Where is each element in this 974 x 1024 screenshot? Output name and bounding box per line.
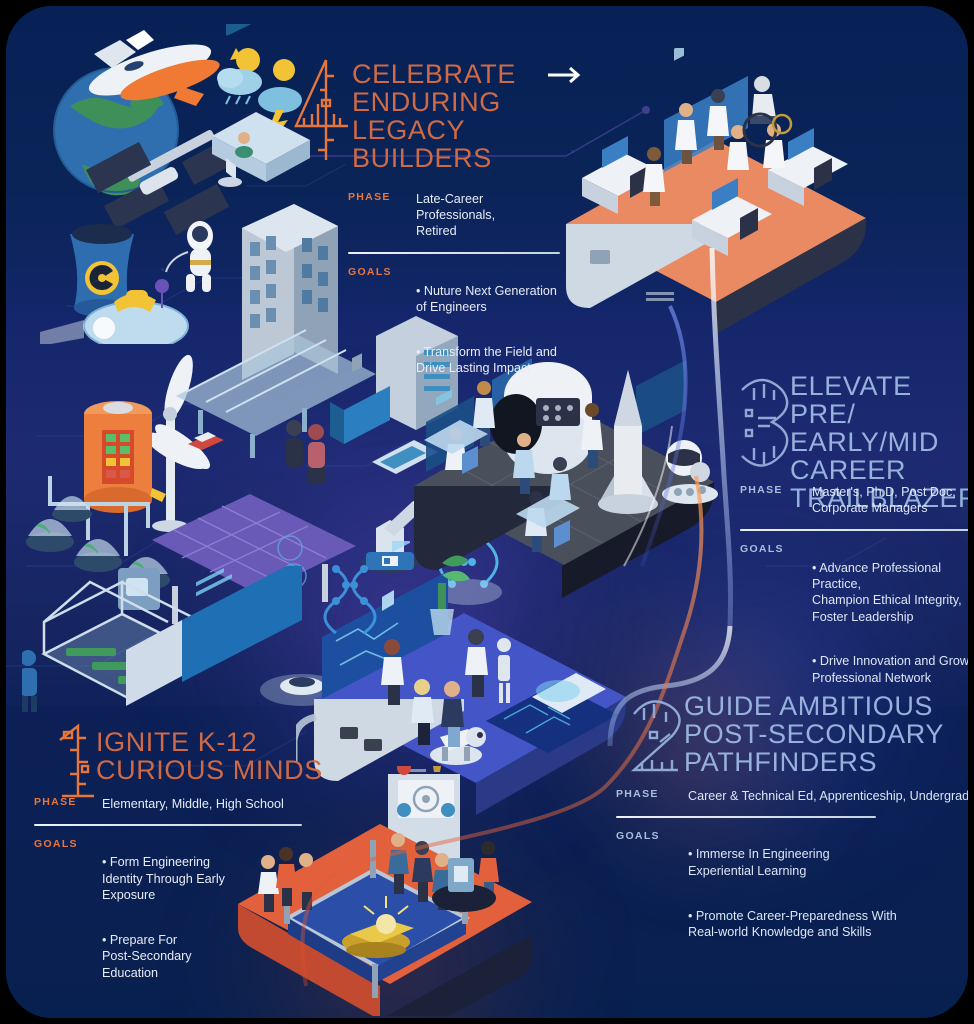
phase-row: PHASE Career & Technical Ed, Apprentices… (616, 788, 968, 804)
projector-screen-icon (397, 780, 455, 818)
nuclear-cooling-tower-icon (70, 224, 134, 317)
section-divider (34, 824, 302, 827)
submarine-icon (40, 279, 189, 344)
goal-item: • Prepare For Post-Secondary Education (102, 932, 192, 980)
wind-turbine-icon (144, 354, 211, 532)
goals-label: GOALS (34, 838, 78, 851)
goal-item: • Drive Innovation and Grow Professional… (812, 654, 968, 685)
phase-label: PHASE (616, 788, 659, 800)
phase-label: PHASE (34, 796, 77, 808)
goals-row: GOALS • Advance Professional Practice, C… (740, 543, 968, 702)
right-arrow-icon (548, 66, 581, 84)
goals-label: GOALS (740, 543, 784, 556)
section-headline: GUIDE AMBITIOUS POST-SECONDARY PATHFINDE… (684, 691, 944, 778)
section-divider (348, 252, 560, 255)
tablet-icon (372, 440, 438, 474)
phase-row: PHASE Late-Career Professionals, Retired (348, 191, 560, 239)
phase-value: Late-Career Professionals, Retired (416, 192, 496, 239)
goals-label: GOALS (348, 266, 392, 279)
phase-label: PHASE (348, 191, 391, 203)
goals-list: • Advance Professional Practice, Champio… (812, 543, 968, 702)
phase-label: PHASE (740, 484, 783, 496)
goal-item: • Advance Professional Practice, Champio… (812, 560, 962, 624)
goal-item: • Transform the Field and Drive Lasting … (416, 344, 557, 376)
goal-item: • Nuture Next Generation of Engineers (416, 283, 557, 315)
bridge-icon (176, 329, 376, 458)
space-science-cluster (40, 24, 310, 344)
goals-row: GOALS • Form Engineering Identity Throug… (34, 838, 302, 997)
numeral-2-icon (630, 700, 681, 772)
goals-list: • Immerse In Engineering Experiential Le… (688, 830, 968, 957)
numeral-4-icon (294, 59, 348, 160)
goals-label: GOALS (616, 830, 660, 843)
goals-list: • Form Engineering Identity Through Earl… (102, 838, 302, 997)
goals-list: • Nuture Next Generation of Engineers • … (416, 266, 560, 393)
skyscraper-icon (242, 204, 338, 380)
section-headline: CELEBRATE ENDURING LEGACY BUILDERS (352, 59, 516, 174)
platform-level-4 (566, 48, 866, 334)
numeral-3-icon (741, 378, 789, 467)
weather-cloud-icon (217, 48, 302, 136)
monitor-icon (330, 353, 390, 444)
battery-icon (84, 401, 166, 513)
section-headline: ELEVATE PRE/ EARLY/MID CAREER TRAILBLAZE… (790, 371, 968, 514)
section-headline: IGNITE K-12 CURIOUS MINDS (96, 727, 323, 786)
phase-value: Elementary, Middle, High School (102, 797, 284, 811)
section-divider (740, 529, 968, 532)
wheelchair-user-icon (742, 76, 793, 148)
phase-value: Master's, Ph.D, Post Doc, Corporate Mana… (812, 485, 956, 516)
space-shuttle-icon (88, 30, 220, 106)
infographic-canvas: CELEBRATE ENDURING LEGACY BUILDERS PHASE… (6, 6, 968, 1018)
astronaut-icon (165, 221, 213, 292)
goal-item: • Form Engineering Identity Through Earl… (102, 855, 225, 903)
lab-plants-icon (26, 476, 170, 610)
analysis-screen-icon (182, 566, 302, 682)
goal-item: • Promote Career-Preparedness With Real-… (688, 908, 897, 939)
car-icon (188, 432, 224, 450)
phase-row: PHASE Elementary, Middle, High School (34, 796, 302, 812)
goals-row: GOALS • Immerse In Engineering Experient… (616, 830, 968, 957)
lab-coat-figures (643, 89, 785, 206)
farmer-figure (22, 650, 37, 712)
mri-scanner-icon (490, 362, 592, 474)
goals-row: GOALS • Nuture Next Generation of Engine… (348, 266, 560, 393)
section-divider (616, 816, 876, 819)
monitor-icons (602, 128, 814, 210)
people-pair-icon (286, 420, 325, 484)
goal-item: • Immerse In Engineering Experiential Le… (688, 847, 830, 878)
numeral-1-icon (59, 723, 94, 798)
phase-value: Career & Technical Ed, Apprenticeship, U… (688, 789, 968, 803)
phase-row: PHASE Master's, Ph.D, Post Doc, Corporat… (740, 484, 968, 516)
